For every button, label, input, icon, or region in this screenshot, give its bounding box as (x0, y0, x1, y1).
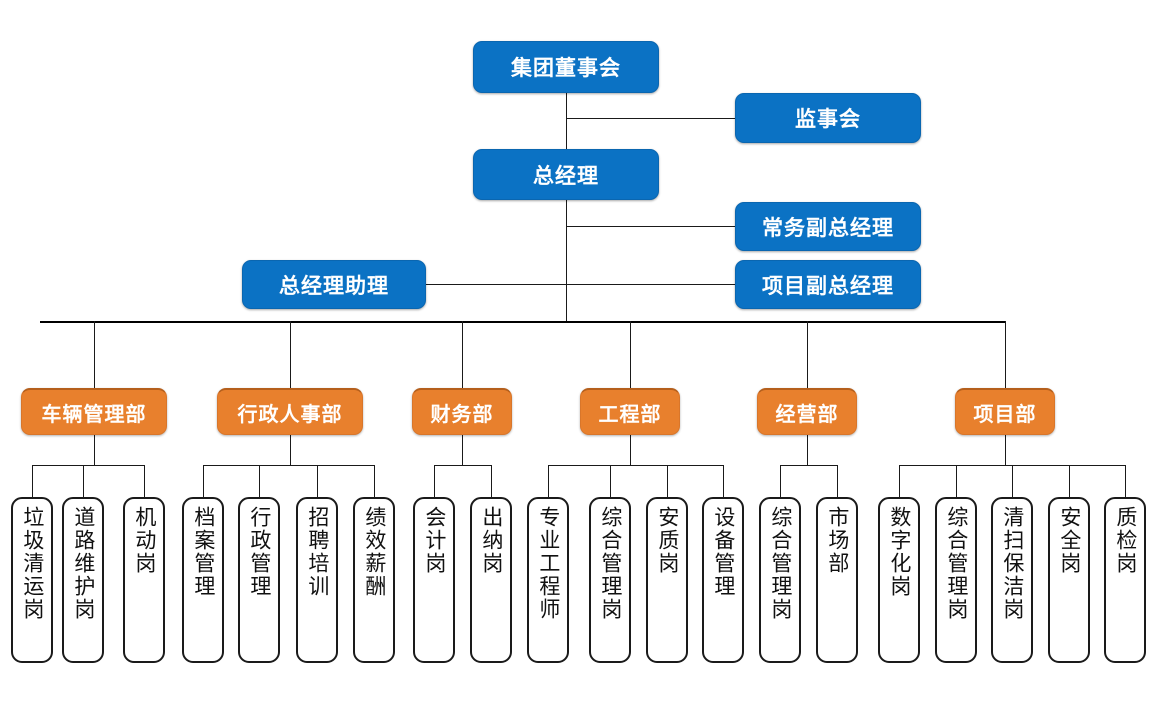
connector-adminhr-bus (203, 465, 374, 466)
position-label: 数字化岗 (887, 506, 911, 598)
node-position-mobile-duty[interactable]: 机动岗 (123, 497, 165, 663)
connector-operation-leaf-1 (780, 465, 781, 497)
connector-engineer-leaf-3 (667, 465, 668, 497)
connector-bus-to-engineer (630, 321, 631, 388)
position-label: 机动岗 (132, 506, 156, 575)
connector-gm-to-proj-vgm (566, 284, 735, 285)
position-label: 绩效薪酬 (362, 506, 386, 598)
connector-engineer-leaf-1 (548, 465, 549, 497)
node-position-project-general-management[interactable]: 综合管理岗 (935, 497, 977, 663)
position-label: 综合管理岗 (598, 506, 622, 621)
node-position-professional-engineer[interactable]: 专业工程师 (527, 497, 569, 663)
connector-vehicle-drop (94, 435, 95, 465)
department-bus (40, 321, 1006, 323)
connector-adminhr-leaf-3 (317, 465, 318, 497)
connector-bus-to-finance (462, 321, 463, 388)
position-label: 安全岗 (1057, 506, 1081, 575)
position-label: 招聘培训 (305, 506, 329, 598)
connector-finance-bus (434, 465, 491, 466)
node-position-quality-inspection[interactable]: 质检岗 (1104, 497, 1146, 663)
node-position-equipment-management[interactable]: 设备管理 (702, 497, 744, 663)
node-position-archive-management[interactable]: 档案管理 (182, 497, 224, 663)
connector-gm-to-assistant (426, 284, 566, 285)
node-position-engineering-general-management[interactable]: 综合管理岗 (589, 497, 631, 663)
node-gm-assistant[interactable]: 总经理助理 (242, 260, 426, 309)
position-label: 行政管理 (247, 506, 271, 598)
position-label: 综合管理岗 (768, 506, 792, 621)
position-label: 档案管理 (191, 506, 215, 598)
node-position-admin-management[interactable]: 行政管理 (238, 497, 280, 663)
node-position-marketing[interactable]: 市场部 (816, 497, 858, 663)
node-position-recruitment-training[interactable]: 招聘培训 (296, 497, 338, 663)
position-label: 出纳岗 (479, 506, 503, 575)
position-label: 道路维护岗 (71, 506, 95, 621)
node-general-manager[interactable]: 总经理 (473, 149, 659, 200)
node-dept-vehicle-management[interactable]: 车辆管理部 (21, 388, 167, 435)
connector-engineer-leaf-4 (723, 465, 724, 497)
node-position-garbage-transport[interactable]: 垃圾清运岗 (11, 497, 53, 663)
node-dept-admin-hr[interactable]: 行政人事部 (217, 388, 363, 435)
position-label: 会计岗 (422, 506, 446, 575)
node-position-safety[interactable]: 安全岗 (1048, 497, 1090, 663)
connector-engineer-leaf-2 (610, 465, 611, 497)
node-position-accounting[interactable]: 会计岗 (413, 497, 455, 663)
connector-project-leaf-1 (899, 465, 900, 497)
node-position-cleaning-sanitation[interactable]: 清扫保洁岗 (991, 497, 1033, 663)
node-supervisory-board[interactable]: 监事会 (735, 93, 921, 143)
node-project-vice-gm[interactable]: 项目副总经理 (735, 260, 921, 309)
connector-project-leaf-3 (1012, 465, 1013, 497)
connector-project-drop (1005, 435, 1006, 465)
position-label: 垃圾清运岗 (20, 506, 44, 621)
node-position-digitalization[interactable]: 数字化岗 (878, 497, 920, 663)
connector-adminhr-leaf-4 (374, 465, 375, 497)
connector-gm-to-supervisory (566, 118, 735, 119)
node-dept-project[interactable]: 项目部 (955, 388, 1055, 435)
connector-vehicle-leaf-3 (144, 465, 145, 497)
node-executive-vice-gm[interactable]: 常务副总经理 (735, 202, 921, 251)
connector-operation-drop (807, 435, 808, 465)
connector-gm-trunk (566, 200, 567, 322)
node-dept-finance[interactable]: 财务部 (412, 388, 512, 435)
connector-bus-to-admin-hr (290, 321, 291, 388)
connector-bus-to-operation (807, 321, 808, 388)
connector-adminhr-leaf-1 (203, 465, 204, 497)
connector-engineer-drop (630, 435, 631, 465)
connector-finance-leaf-2 (491, 465, 492, 497)
node-board[interactable]: 集团董事会 (473, 41, 659, 93)
position-label: 安质岗 (655, 506, 679, 575)
connector-vehicle-bus (32, 465, 144, 466)
connector-operation-bus (780, 465, 837, 466)
node-dept-engineering[interactable]: 工程部 (580, 388, 680, 435)
connector-finance-leaf-1 (434, 465, 435, 497)
position-label: 质检岗 (1113, 506, 1137, 575)
connector-adminhr-drop (290, 435, 291, 465)
connector-project-leaf-5 (1125, 465, 1126, 497)
position-label: 综合管理岗 (944, 506, 968, 621)
connector-engineer-bus (548, 465, 723, 466)
connector-gm-to-exec-vgm (566, 226, 735, 227)
position-label: 专业工程师 (536, 506, 560, 621)
connector-vehicle-leaf-1 (32, 465, 33, 497)
node-position-road-maintenance[interactable]: 道路维护岗 (62, 497, 104, 663)
connector-operation-leaf-2 (837, 465, 838, 497)
connector-finance-drop (462, 435, 463, 465)
connector-project-leaf-2 (956, 465, 957, 497)
node-position-operation-general-management[interactable]: 综合管理岗 (759, 497, 801, 663)
node-position-cashier[interactable]: 出纳岗 (470, 497, 512, 663)
connector-project-leaf-4 (1069, 465, 1070, 497)
node-position-safety-quality[interactable]: 安质岗 (646, 497, 688, 663)
position-label: 设备管理 (711, 506, 735, 598)
node-dept-operation[interactable]: 经营部 (757, 388, 857, 435)
connector-bus-to-vehicle (94, 321, 95, 388)
position-label: 清扫保洁岗 (1000, 506, 1024, 621)
position-label: 市场部 (825, 506, 849, 575)
node-position-performance-compensation[interactable]: 绩效薪酬 (353, 497, 395, 663)
connector-board-to-gm (566, 93, 567, 149)
connector-adminhr-leaf-2 (259, 465, 260, 497)
connector-bus-to-project (1005, 321, 1006, 388)
connector-vehicle-leaf-2 (83, 465, 84, 497)
